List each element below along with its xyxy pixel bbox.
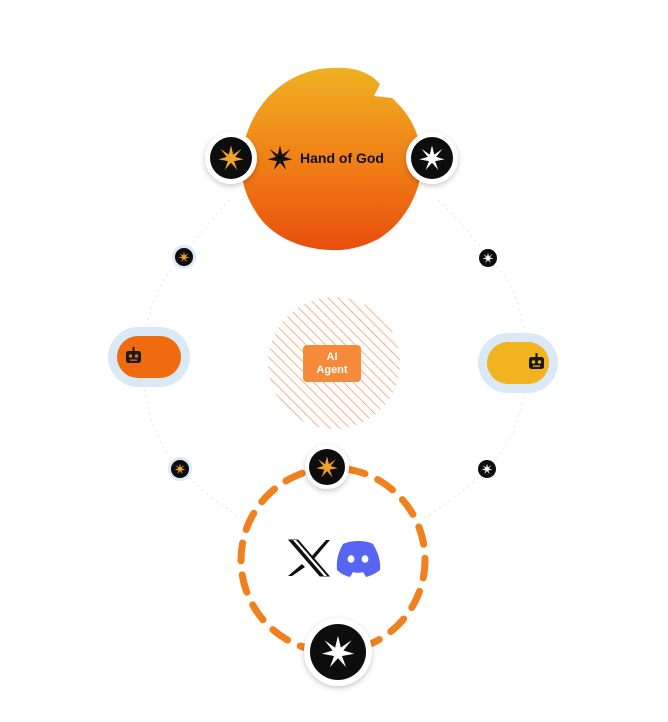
ai-agent-label-line1: AI <box>327 351 338 363</box>
robot-icon <box>126 347 141 363</box>
small-node-lower-right[interactable] <box>478 460 496 478</box>
hand-of-god-sun <box>241 67 423 251</box>
small-node-upper-left[interactable] <box>172 245 196 269</box>
right-bot-node[interactable] <box>478 333 558 393</box>
ring-top-node[interactable] <box>305 445 349 489</box>
discord-logo-icon[interactable] <box>336 541 381 577</box>
node-top-left[interactable] <box>205 132 257 184</box>
small-node-lower-left[interactable] <box>168 457 192 481</box>
brand-name: Hand of God <box>300 150 384 166</box>
small-node-upper-right[interactable] <box>479 249 497 267</box>
node-top-right[interactable] <box>406 132 458 184</box>
robot-icon <box>529 353 544 369</box>
brand-logo[interactable]: Hand of God <box>267 145 384 170</box>
x-logo-icon[interactable] <box>287 539 331 577</box>
ring-bottom-node[interactable] <box>304 618 372 686</box>
ai-agent-core[interactable]: AI Agent <box>268 297 400 429</box>
left-bot-node[interactable] <box>108 327 190 387</box>
ai-agent-label-line2: Agent <box>316 364 348 376</box>
